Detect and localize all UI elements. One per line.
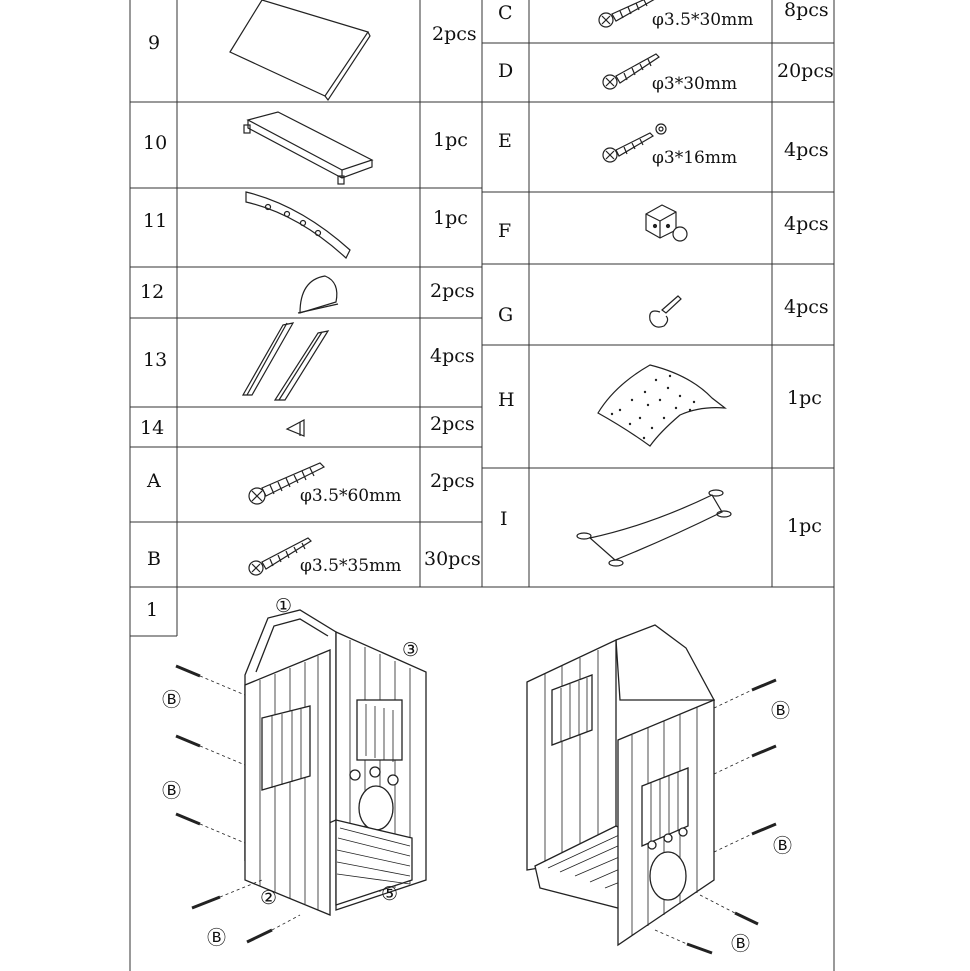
screw-icon — [598, 0, 655, 28]
assembly-right-view — [526, 624, 777, 955]
part-spec: φ3*16mm — [652, 148, 738, 168]
half-round-piece-icon — [297, 275, 339, 314]
part-qty: 2pcs — [432, 23, 477, 45]
part-id: C — [498, 2, 513, 24]
callout-b: Ⓑ — [207, 927, 226, 949]
part-id: 12 — [140, 281, 165, 303]
part-qty: 1pc — [787, 387, 822, 409]
part-spec: φ3*30mm — [652, 74, 738, 94]
part-spec: φ3.5*35mm — [300, 556, 402, 576]
hammock-icon — [576, 489, 732, 567]
part-qty: 4pcs — [784, 213, 829, 235]
callout-b: Ⓑ — [731, 933, 750, 955]
callout-b: Ⓑ — [162, 689, 181, 711]
triangle-bracket-icon — [285, 419, 305, 437]
part-qty: 4pcs — [784, 139, 829, 161]
part-qty: 1pc — [787, 515, 822, 537]
callout-b: Ⓑ — [773, 835, 792, 857]
part-id: I — [500, 508, 508, 530]
table-grid — [129, 0, 835, 971]
part-id: G — [498, 304, 514, 326]
part-qty: 4pcs — [430, 345, 475, 367]
part-id: 10 — [143, 132, 168, 154]
screw-icon — [248, 537, 312, 576]
paw-print-plank-icon — [245, 191, 351, 259]
part-spec: φ3.5*60mm — [300, 486, 402, 506]
callout-2: ② — [260, 887, 277, 909]
part-id: 11 — [143, 210, 168, 232]
roof-felt-icon — [597, 364, 727, 447]
part-qty: 20pcs — [777, 60, 834, 82]
screw-icon — [686, 678, 777, 955]
screw-icon — [602, 53, 660, 90]
part-qty: 1pc — [433, 207, 468, 229]
part-qty: 2pcs — [430, 413, 475, 435]
callout-b: Ⓑ — [162, 780, 181, 802]
part-id: 13 — [143, 349, 168, 371]
callout-5: ⑤ — [381, 883, 398, 905]
part-id: E — [498, 130, 512, 152]
callout-b: Ⓑ — [771, 700, 790, 722]
assembly-left-view — [175, 609, 427, 944]
callout-3: ③ — [402, 639, 419, 661]
cube-knob-icon — [645, 204, 688, 242]
part-id: A — [147, 470, 161, 492]
part-qty: 2pcs — [430, 470, 475, 492]
part-id: F — [498, 220, 512, 242]
shelf-board-icon — [243, 111, 374, 185]
screw-washer-icon — [602, 123, 667, 163]
post-pair-icon — [241, 322, 330, 401]
step-number: 1 — [146, 599, 159, 621]
part-spec: φ3.5*30mm — [652, 10, 754, 30]
screw-icon — [175, 664, 273, 944]
part-id: B — [147, 548, 161, 570]
callout-1: ① — [275, 595, 292, 617]
part-qty: 4pcs — [784, 296, 829, 318]
part-qty: 30pcs — [424, 548, 481, 570]
flat-board-icon — [229, 0, 371, 102]
part-id: 14 — [140, 417, 165, 439]
part-id: D — [498, 60, 514, 82]
part-id: 9 — [148, 32, 161, 54]
screw-hook-icon — [649, 295, 682, 328]
long-screw-icon — [248, 462, 326, 505]
part-id: H — [498, 389, 515, 411]
part-qty: 1pc — [433, 129, 468, 151]
part-qty: 2pcs — [430, 280, 475, 302]
part-qty: 8pcs — [784, 0, 829, 21]
